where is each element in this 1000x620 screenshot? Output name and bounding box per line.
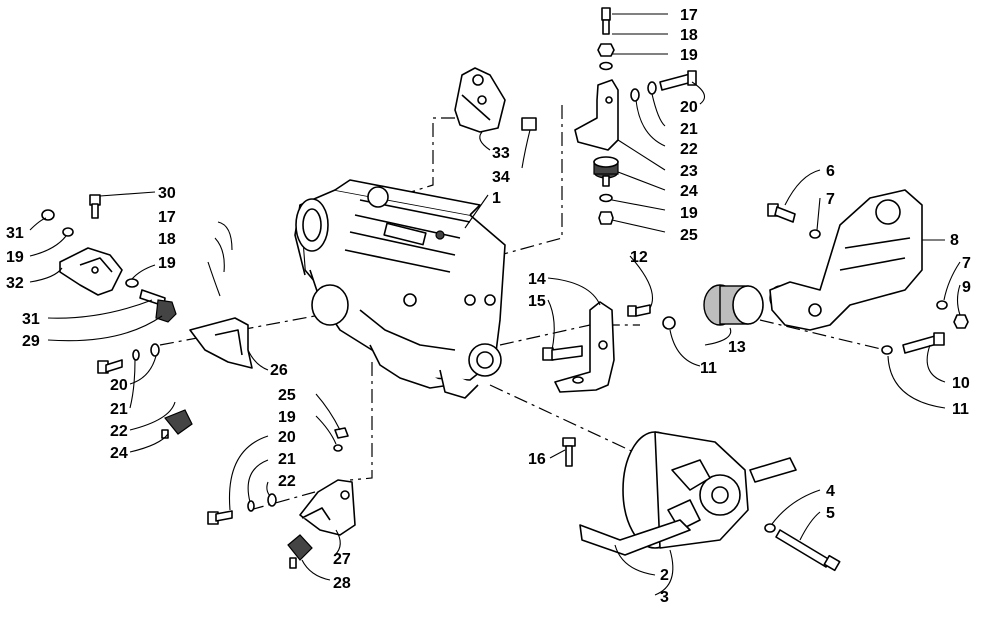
- callout-4: 4: [826, 483, 835, 500]
- callout-17-top: 17: [680, 7, 698, 24]
- callout-11-right: 11: [952, 401, 969, 418]
- right-engine-bracket: [662, 189, 969, 355]
- callout-15: 15: [528, 293, 546, 310]
- top-mount-bracket: [454, 67, 537, 133]
- callout-27: 27: [333, 551, 351, 568]
- callout-7-lower: 7: [962, 255, 971, 272]
- callout-5: 5: [826, 505, 835, 522]
- callout-19-upper: 19: [680, 205, 698, 222]
- callout-21-left: 21: [110, 401, 128, 418]
- callout-31-upper: 31: [6, 225, 24, 242]
- engine-assembly: [294, 179, 506, 399]
- callout-19-far-left: 19: [6, 249, 24, 266]
- callout-1: 1: [492, 190, 501, 207]
- callout-18-left: 18: [158, 231, 176, 248]
- callout-18-top: 18: [680, 27, 698, 44]
- callout-24-left: 24: [110, 445, 128, 462]
- callout-11-center: 11: [700, 360, 717, 377]
- callout-33: 33: [492, 145, 510, 162]
- callout-21-lower: 21: [278, 451, 296, 468]
- callout-20-lower: 20: [278, 429, 296, 446]
- callout-20-left: 20: [110, 377, 128, 394]
- callout-10: 10: [952, 375, 970, 392]
- callout-30: 30: [158, 185, 176, 202]
- callout-34: 34: [492, 169, 510, 186]
- callout-14: 14: [528, 271, 546, 288]
- callout-22-left: 22: [110, 423, 128, 440]
- callout-22-lower: 22: [278, 473, 296, 490]
- callout-3: 3: [660, 589, 669, 606]
- callout-32: 32: [6, 275, 24, 292]
- callout-31-lower: 31: [22, 311, 40, 328]
- callout-7-upper: 7: [826, 191, 835, 208]
- callout-29: 29: [22, 333, 40, 350]
- upper-right-mount: [574, 7, 697, 225]
- callout-2: 2: [660, 567, 669, 584]
- callout-6: 6: [826, 163, 835, 180]
- callout-13: 13: [728, 339, 746, 356]
- callout-9: 9: [962, 279, 971, 296]
- center-mount-bracket: [542, 301, 651, 467]
- callout-19-left: 19: [158, 255, 176, 272]
- callout-19-top: 19: [680, 47, 698, 64]
- callout-28: 28: [333, 575, 351, 592]
- assembly-centerlines: [159, 105, 886, 511]
- callout-12: 12: [630, 249, 648, 266]
- callout-23: 23: [680, 163, 698, 180]
- callout-22-top: 22: [680, 141, 698, 158]
- callout-8: 8: [950, 232, 959, 249]
- callout-19-lower: 19: [278, 409, 296, 426]
- callout-17-left: 17: [158, 209, 176, 226]
- callout-labels: 17 18 19 20 21 22 23 24 19 25 33 34 1 30…: [6, 7, 971, 606]
- left-upper-bracket: [41, 194, 177, 323]
- callout-16: 16: [528, 451, 546, 468]
- callout-26: 26: [270, 362, 288, 379]
- drive-clutch: [579, 431, 841, 572]
- callout-20-top: 20: [680, 99, 698, 116]
- callout-24-top: 24: [680, 183, 698, 200]
- leader-lines: [29, 13, 961, 596]
- callout-25-top: 25: [680, 227, 698, 244]
- callout-21-top: 21: [680, 121, 698, 138]
- callout-25-lower: 25: [278, 387, 296, 404]
- left-engine-bracket: [97, 317, 253, 439]
- lower-left-bracket: [207, 427, 356, 569]
